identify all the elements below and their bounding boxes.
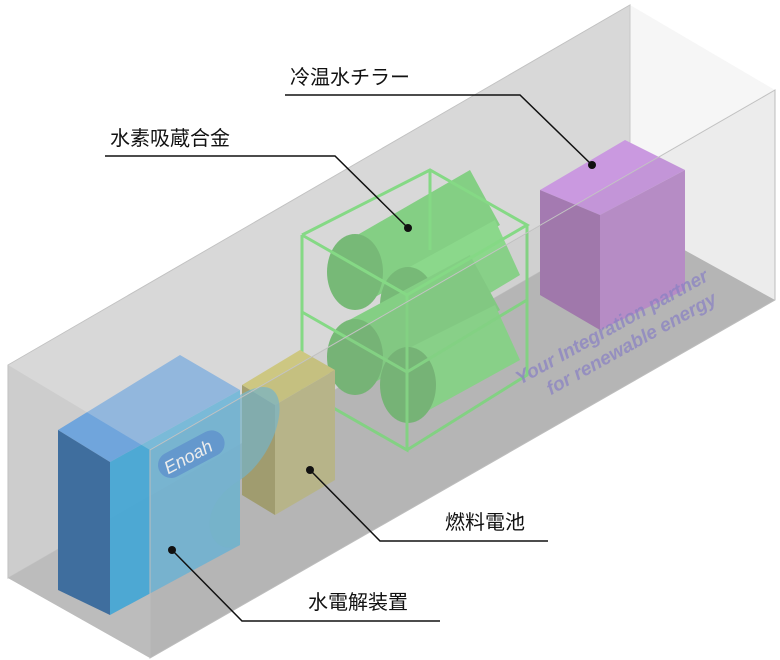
label-chiller: 冷温水チラー bbox=[285, 65, 596, 169]
label-electrolyzer: 水電解装置 bbox=[168, 546, 440, 622]
container-top bbox=[8, 5, 775, 450]
electrolyzer-unit: Enoah bbox=[58, 355, 280, 615]
cylinder bbox=[327, 170, 500, 310]
svg-text:水素吸蔵合金: 水素吸蔵合金 bbox=[110, 126, 230, 150]
label-hydrogen-storage: 水素吸蔵合金 bbox=[105, 126, 412, 232]
hydrogen-storage-alloy-rack bbox=[300, 168, 531, 453]
label-fuel-cell: 燃料電池 bbox=[306, 466, 548, 542]
container-front-wall bbox=[149, 89, 776, 659]
svg-text:燃料電池: 燃料電池 bbox=[445, 510, 525, 534]
cylinder bbox=[327, 255, 500, 395]
svg-text:冷温水チラー: 冷温水チラー bbox=[290, 65, 410, 89]
chiller-unit bbox=[540, 140, 685, 330]
svg-text:水電解装置: 水電解装置 bbox=[308, 590, 408, 614]
